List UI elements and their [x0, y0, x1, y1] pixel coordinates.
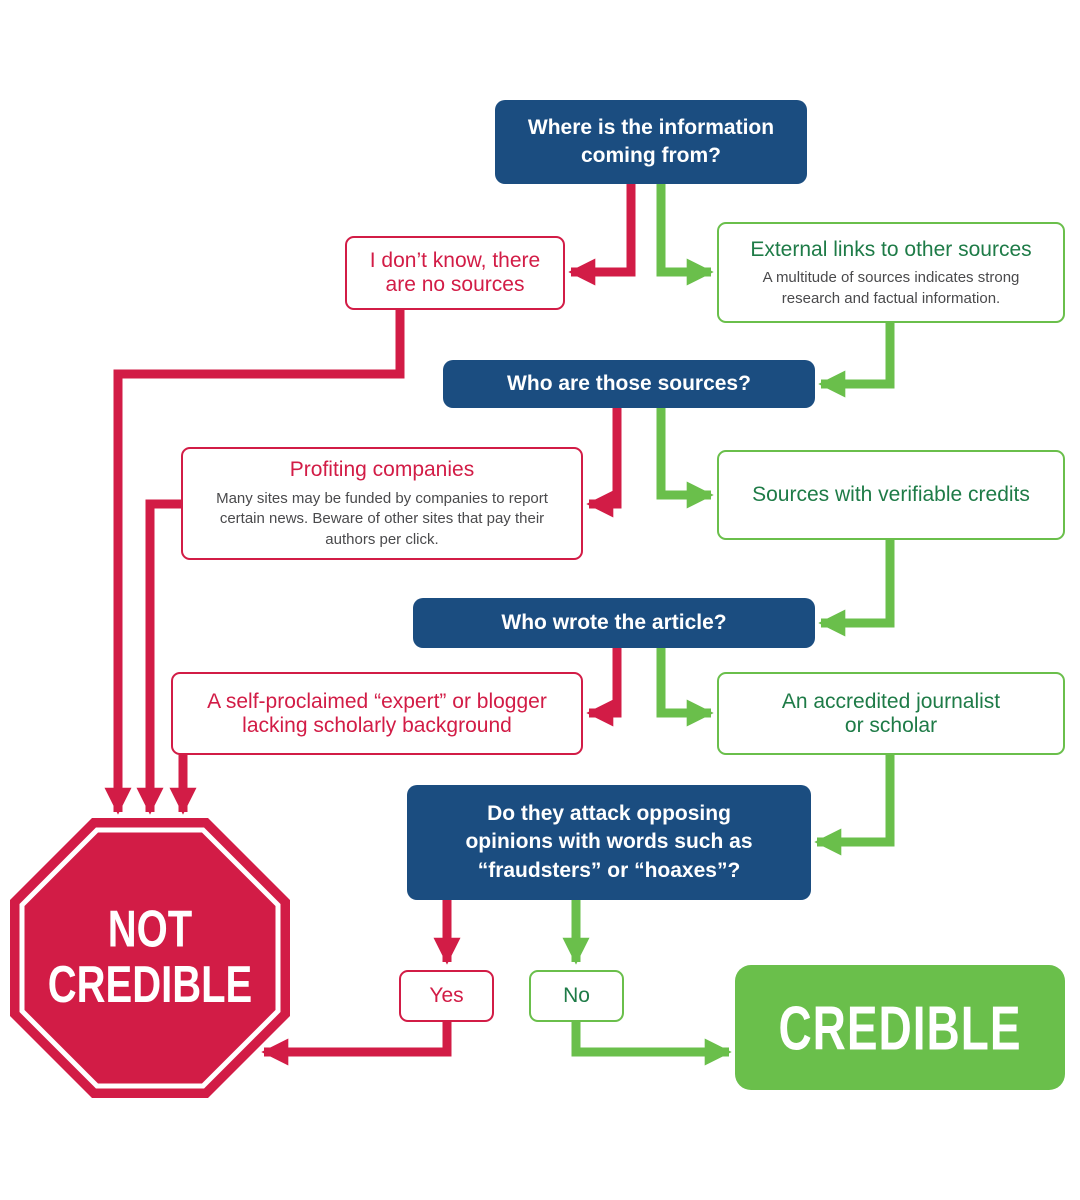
answer-profiting-companies: Profiting companies Many sites may be fu…: [181, 447, 583, 560]
arrow-q2-to-verifiable: [656, 408, 714, 509]
question-who-are-sources: Who are those sources?: [443, 360, 815, 408]
answer-yes: Yes: [399, 970, 494, 1022]
answer-no-sources-line1: I don’t know, there: [369, 249, 541, 272]
stop-octagon-icon: [10, 818, 290, 1098]
answer-external-links-desc: A multitude of sources indicates strong …: [762, 268, 1020, 307]
question-attack-opinions-line2: opinions with words such as: [465, 830, 753, 854]
question-attack-opinions: Do they attack opposing opinions with wo…: [407, 785, 811, 900]
question-attack-opinions-line1: Do they attack opposing: [487, 801, 731, 825]
answer-no-sources-line2: are no sources: [385, 273, 525, 296]
arrow-no-sources-to-not-credible: [104, 310, 405, 815]
answer-accredited-line2: or scholar: [844, 713, 938, 737]
not-credible-line1: NOT: [107, 900, 193, 958]
answer-self-proclaimed-line1: A self-proclaimed “expert” or blogger: [207, 689, 547, 713]
answer-external-links-title: External links to other sources: [750, 237, 1032, 261]
credible-label: CREDIBLE: [778, 992, 1022, 1063]
not-credible-label: NOT CREDIBLE: [10, 776, 290, 1140]
arrow-q1-to-no-sources: [568, 183, 636, 286]
answer-profiting-title: Profiting companies: [289, 458, 475, 482]
arrow-profiting-to-not-credible: [136, 499, 181, 815]
answer-self-proclaimed-line2: lacking scholarly background: [242, 713, 512, 737]
answer-yes-label: Yes: [429, 984, 464, 1007]
question-where-from-line2: coming from?: [581, 144, 721, 167]
answer-self-proclaimed: A self-proclaimed “expert” or blogger la…: [171, 672, 583, 755]
arrow-verifiable-to-q3: [818, 540, 895, 637]
arrow-external-links-to-q2: [818, 323, 895, 398]
credible-sign: CREDIBLE: [735, 965, 1065, 1090]
question-who-are-sources-label: Who are those sources?: [507, 371, 751, 395]
arrow-accredited-to-q4: [814, 755, 895, 856]
answer-no-sources: I don’t know, there are no sources: [345, 236, 565, 310]
answer-accredited-line1: An accredited journalist: [781, 689, 1001, 713]
answer-profiting-desc: Many sites may be funded by companies to…: [216, 489, 548, 548]
not-credible-sign: NOT CREDIBLE: [10, 818, 290, 1098]
arrow-q3-to-self-proclaimed: [586, 648, 622, 727]
answer-external-links: External links to other sources A multit…: [717, 222, 1065, 323]
arrow-q1-to-external-links: [656, 183, 714, 286]
question-attack-opinions-line3: “fraudsters” or “hoaxes”?: [477, 858, 741, 882]
arrow-q3-to-accredited: [656, 648, 714, 727]
question-who-wrote: Who wrote the article?: [413, 598, 815, 648]
arrow-q2-to-profiting: [586, 408, 622, 518]
not-credible-line2: CREDIBLE: [47, 956, 253, 1014]
answer-no: No: [529, 970, 624, 1022]
answer-accredited: An accredited journalist or scholar: [717, 672, 1065, 755]
answer-no-label: No: [563, 984, 590, 1007]
answer-verifiable-credits-label: Sources with verifiable credits: [752, 483, 1030, 507]
answer-verifiable-credits: Sources with verifiable credits: [717, 450, 1065, 540]
arrow-yes-to-not-credible: [261, 1022, 452, 1066]
question-where-from-line1: Where is the information: [527, 115, 775, 139]
question-where-from: Where is the information coming from?: [495, 100, 807, 184]
question-who-wrote-label: Who wrote the article?: [501, 610, 727, 634]
arrow-no-to-credible: [571, 1022, 732, 1066]
